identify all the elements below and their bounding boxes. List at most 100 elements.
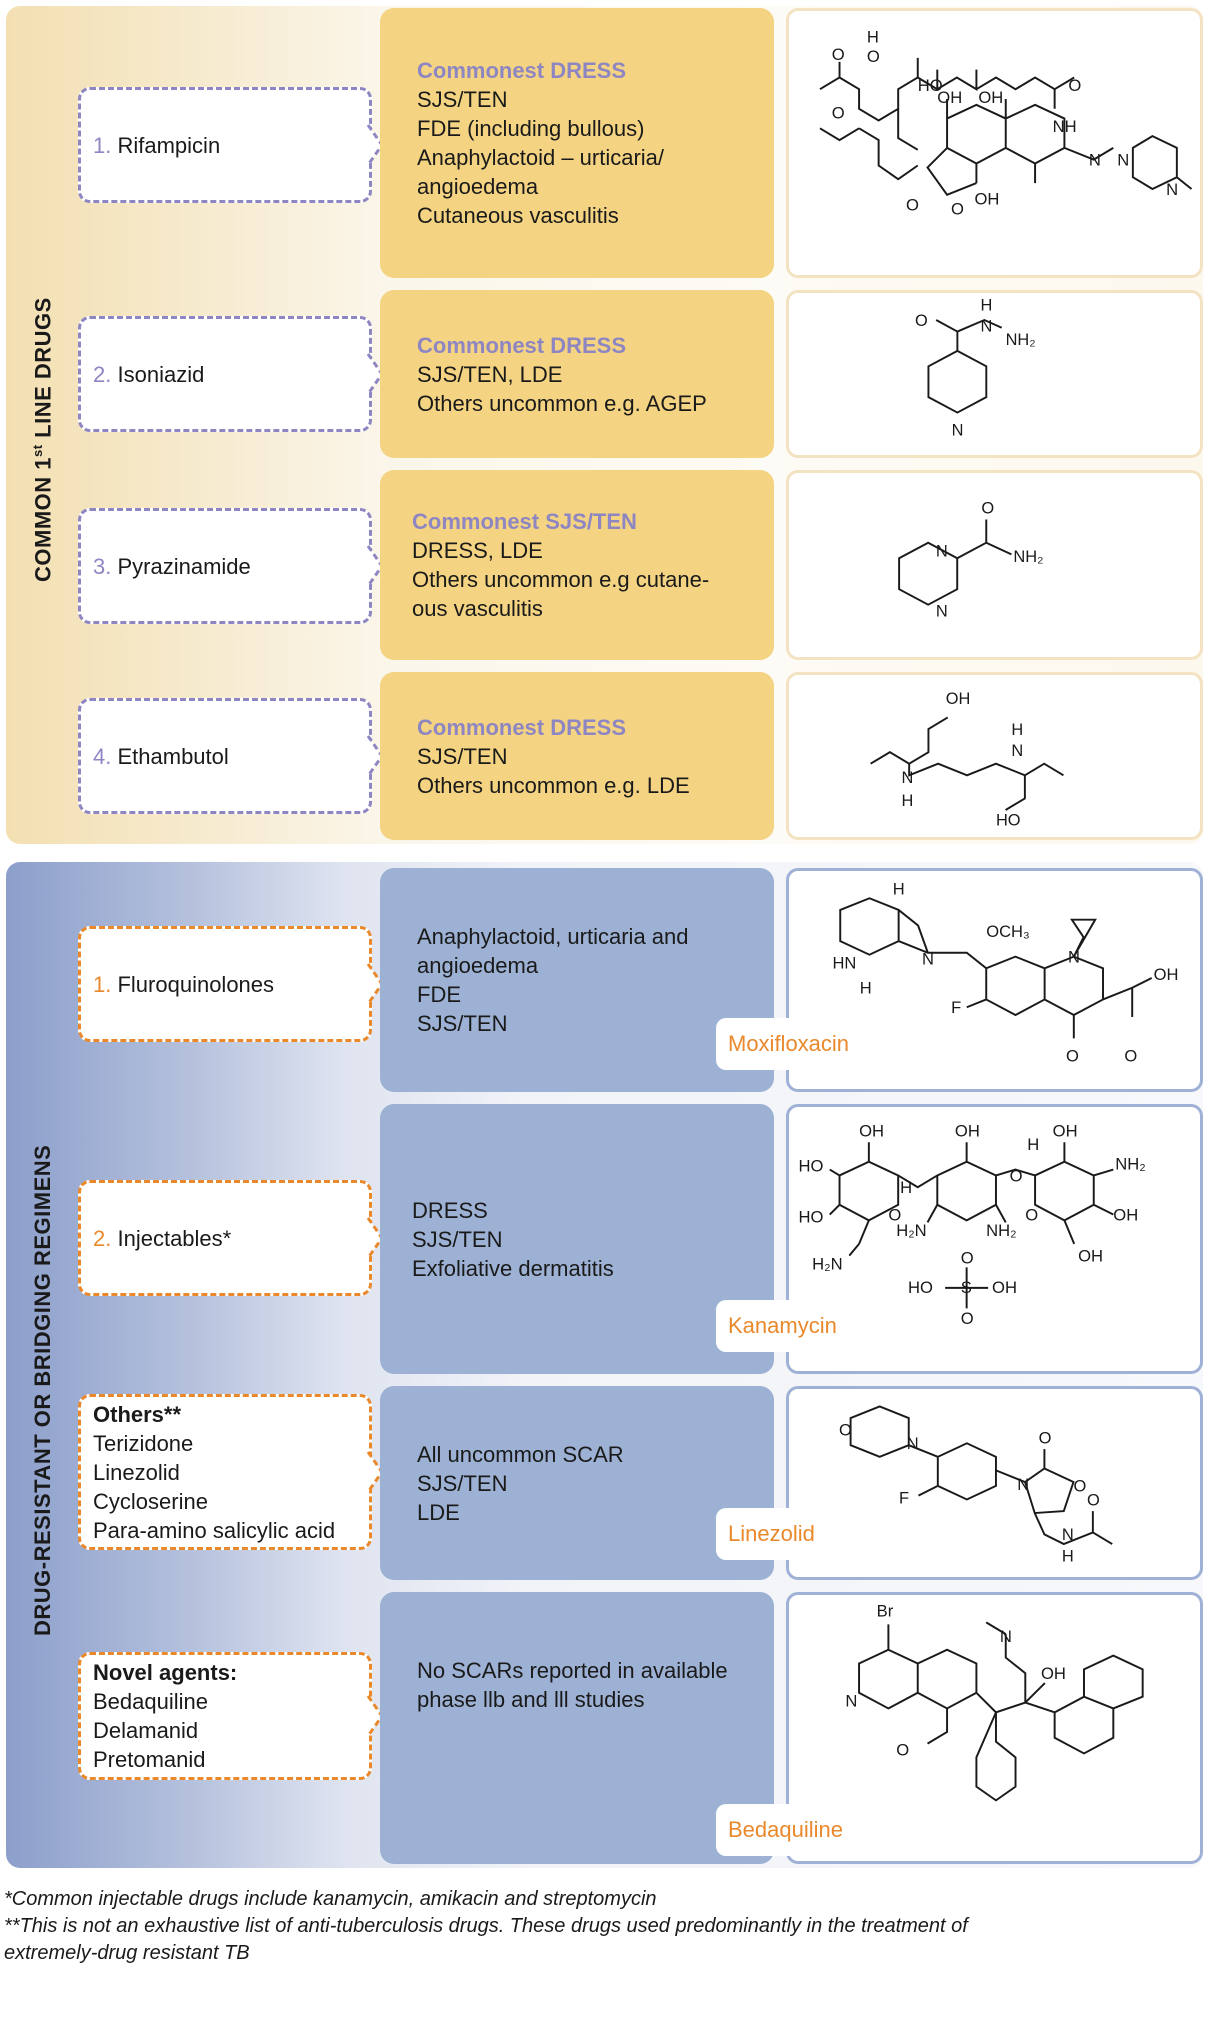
effects-card-others: All uncommon SCAR SJS/TEN LDE (380, 1386, 774, 1580)
kanamycin-oh4: OH (1113, 1205, 1138, 1224)
rifampicin-n3: N (1166, 180, 1178, 199)
ethambutol-n2: N (1011, 742, 1023, 760)
linezolid-o2: O (1039, 1429, 1052, 1447)
kanamycin-o4: O (961, 1248, 974, 1267)
kanamycin-ho2: HO (798, 1207, 823, 1226)
isoniazid-h: H (981, 296, 993, 314)
kanamycin-o2: O (1010, 1166, 1023, 1185)
bedaquiline-o1: O (896, 1740, 909, 1759)
kanamycin-oh2: OH (955, 1121, 980, 1140)
ethambutol-ho: HO (996, 811, 1021, 829)
structure-moxifloxacin: H HN H N OCH₃ N F OH O O (786, 868, 1203, 1092)
kanamycin-ho1: HO (798, 1157, 823, 1176)
example-drug-kanamycin: Kanamycin (716, 1300, 837, 1352)
bedaquiline-br: Br (877, 1602, 894, 1621)
drug-card-others: Others** Terizidone Linezolid Cycloserin… (78, 1394, 372, 1550)
drug-card-pyrazinamide: 3. Pyrazinamide (78, 508, 372, 624)
bedaquiline-n2: N (1000, 1627, 1012, 1646)
example-drug-linezolid: Linezolid (716, 1508, 836, 1560)
kanamycin-h2n-1: H₂N (812, 1254, 842, 1273)
rifampicin-ho: HO (918, 76, 943, 95)
rifampicin-o6: O (951, 199, 964, 218)
pyrazinamide-structure-diagram: O N N NH₂ (898, 500, 1044, 620)
footnote-injectables: *Common injectable drugs include kanamyc… (4, 1888, 657, 1910)
linezolid-n3: N (1062, 1526, 1074, 1544)
drug-card-injectables: 2. Injectables* (78, 1180, 372, 1296)
isoniazid-structure-diagram: O H N NH₂ N (915, 296, 1036, 440)
example-drug-bedaquiline: Bedaquiline (716, 1804, 856, 1856)
linezolid-o3: O (1073, 1478, 1086, 1496)
footnote-others: **This is not an exhaustive list of anti… (4, 1915, 968, 1937)
structure-rifampicin: H O O O HO OH OH O NH OH O O N N N (786, 8, 1203, 278)
first-line-section-label: COMMON 1st LINE DRUGS (30, 297, 56, 582)
moxifloxacin-f: F (951, 998, 961, 1017)
structure-ethambutol: OH N H H N HO (786, 672, 1203, 840)
linezolid-h: H (1062, 1547, 1074, 1565)
kanamycin-nh2-2: NH₂ (1115, 1155, 1145, 1174)
linezolid-n2: N (1017, 1476, 1029, 1494)
structure-isoniazid: O H N NH₂ N (786, 290, 1203, 458)
moxifloxacin-o2: O (1124, 1047, 1137, 1066)
rifampicin-o3: O (832, 104, 845, 123)
ethambutol-structure-diagram: OH N H H N HO (870, 690, 1064, 829)
ethambutol-h2: H (1011, 721, 1023, 739)
kanamycin-h2: H (1027, 1135, 1039, 1154)
isoniazid-n2: N (952, 422, 964, 440)
moxifloxacin-o1: O (1066, 1047, 1079, 1066)
ethambutol-n1: N (901, 769, 913, 787)
linezolid-structure-diagram: O N F N O O O N H (839, 1405, 1113, 1565)
kanamycin-o5: O (961, 1309, 974, 1328)
linezolid-o4: O (1087, 1491, 1100, 1509)
effects-card-fluroquinolones: Anaphylactoid, urticaria and angioedema … (380, 868, 774, 1092)
kanamycin-oh3: OH (1053, 1121, 1078, 1140)
bedaquiline-n1: N (845, 1691, 857, 1710)
effects-card-pyrazinamide: Commonest SJS/TEN DRESS, LDE Others unco… (380, 470, 774, 660)
kanamycin-h1: H (900, 1178, 912, 1197)
isoniazid-o: O (915, 312, 928, 330)
effects-card-injectables: DRESS SJS/TEN Exfoliative dermatitis (380, 1104, 774, 1374)
rifampicin-o4: O (1068, 76, 1081, 95)
moxifloxacin-structure-diagram: H HN H N OCH₃ N F OH O O (832, 879, 1178, 1066)
drug-resistant-section-label: DRUG-RESISTANT OR BRIDGING REGIMENS (30, 1144, 55, 1636)
kanamycin-oh6: OH (992, 1278, 1017, 1297)
effects-card-rifampicin: Commonest DRESS SJS/TEN FDE (including b… (380, 8, 774, 278)
effects-card-ethambutol: Commonest DRESS SJS/TEN Others uncommon … (380, 672, 774, 840)
rifampicin-o5: O (906, 195, 919, 214)
rifampicin-oh3: OH (974, 190, 999, 209)
rifampicin-oh2: OH (978, 88, 1003, 107)
structure-kanamycin: OH HO HO H O H₂N OH H₂N NH₂ O H OH NH₂ O… (786, 1104, 1203, 1374)
effects-card-novel-agents: No SCARs reported in available phase llb… (380, 1592, 774, 1864)
kanamycin-o3: O (1025, 1205, 1038, 1224)
drug-card-fluroquinolones: 1. Fluroquinolones (78, 926, 372, 1042)
kanamycin-oh1: OH (859, 1121, 884, 1140)
rifampicin-nh: NH (1053, 117, 1077, 136)
rifampicin-h: H (867, 27, 879, 46)
rifampicin-oh1: OH (937, 88, 962, 107)
pyrazinamide-n2: N (936, 602, 948, 620)
kanamycin-oh5: OH (1078, 1246, 1103, 1265)
moxifloxacin-h1: H (893, 879, 905, 898)
isoniazid-n1: N (981, 318, 993, 336)
structure-pyrazinamide: O N N NH₂ (786, 470, 1203, 660)
drug-card-isoniazid: 2. Isoniazid (78, 316, 372, 432)
bedaquiline-structure-diagram: Br N O N OH (845, 1602, 1144, 1802)
linezolid-o1: O (839, 1422, 852, 1440)
rifampicin-n1: N (1089, 150, 1101, 169)
moxifloxacin-n1: N (922, 949, 934, 968)
rifampicin-o1: O (867, 47, 880, 66)
moxifloxacin-n2: N (1068, 947, 1080, 966)
kanamycin-nh2-1: NH₂ (986, 1221, 1016, 1240)
kanamycin-s: S (961, 1278, 972, 1297)
drug-card-novel-agents: Novel agents: Bedaquiline Delamanid Pret… (78, 1652, 372, 1780)
pyrazinamide-nh2: NH₂ (1013, 548, 1043, 566)
kanamycin-o1: O (888, 1205, 901, 1224)
effects-card-isoniazid: Commonest DRESS SJS/TEN, LDE Others unco… (380, 290, 774, 458)
drug-card-rifampicin: 1. Rifampicin (78, 87, 372, 203)
rifampicin-o2: O (832, 45, 845, 64)
rifampicin-n2: N (1117, 150, 1129, 169)
pyrazinamide-o: O (981, 500, 994, 518)
drug-card-ethambutol: 4. Ethambutol (78, 698, 372, 814)
ethambutol-oh: OH (946, 690, 971, 708)
structure-linezolid: O N F N O O O N H (786, 1386, 1203, 1580)
moxifloxacin-h2: H (860, 979, 872, 998)
